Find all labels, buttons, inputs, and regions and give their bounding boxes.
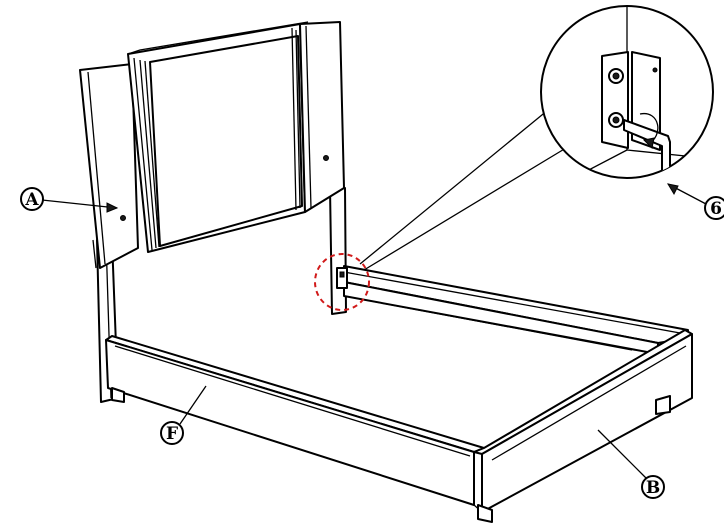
callout-b-label: B	[646, 478, 660, 498]
callout-6: 6	[666, 183, 724, 220]
detail-zoom-view	[540, 5, 714, 179]
side-panel-f	[105, 335, 485, 506]
foot-rail-b	[473, 329, 693, 523]
zoom-leader-lines	[359, 109, 567, 271]
callout-a: A	[20, 187, 119, 213]
callout-f: F	[160, 385, 207, 445]
rail-bracket	[336, 267, 348, 289]
headboard-a	[79, 21, 345, 269]
callout-6-label: 6	[710, 199, 722, 219]
callout-a-label: A	[24, 190, 39, 210]
side-rail	[343, 265, 689, 355]
callout-b: B	[597, 429, 665, 499]
connection-highlight-circle	[314, 253, 370, 311]
inner-slat-rail	[343, 295, 633, 351]
callout-f-label: F	[166, 424, 178, 444]
